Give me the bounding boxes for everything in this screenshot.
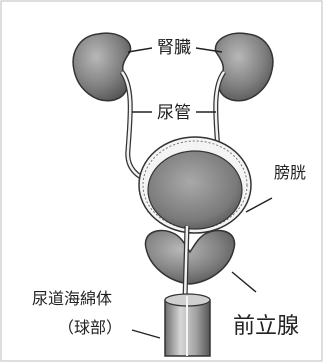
ureter-label: 尿管 [157, 103, 191, 123]
urethra-prostatic [185, 226, 187, 300]
urethra-bulb-tube [165, 294, 210, 356]
bladder-label: 膀胱 [274, 163, 306, 182]
urethra-bulb-label: （球部） [58, 318, 122, 337]
bladder [139, 137, 251, 233]
urethra-spongy-label: 尿道海綿体 [32, 289, 112, 308]
prostate-label: 前立腺 [233, 314, 299, 339]
kidney-label: 腎臓 [157, 38, 191, 58]
